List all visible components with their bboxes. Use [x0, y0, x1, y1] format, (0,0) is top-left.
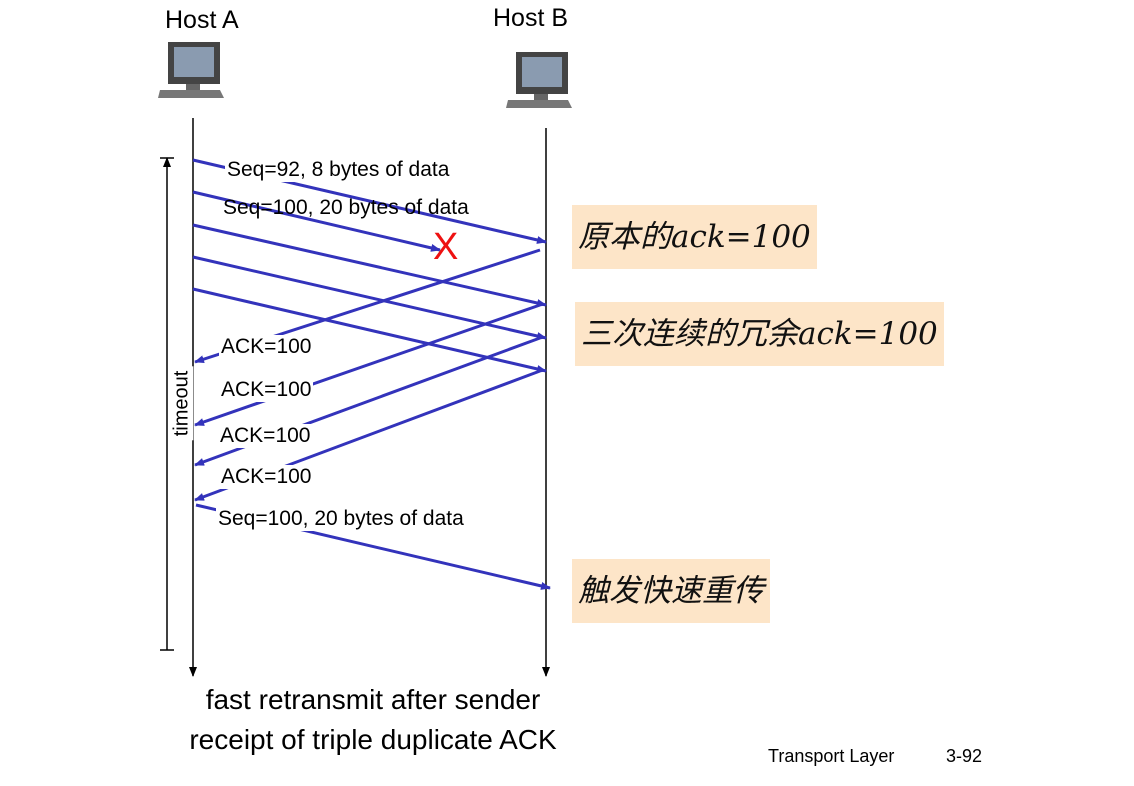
footer-section: Transport Layer: [768, 746, 895, 766]
ack-label-4: ACK=100: [219, 465, 314, 489]
segment-label-seq100: Seq=100, 20 bytes of data: [223, 196, 469, 219]
segment-arrow-4: [192, 255, 547, 340]
note-triple-duplicate-ack: 三次连续的冗余ack=100: [575, 302, 944, 366]
segment-arrow-3: [192, 223, 547, 307]
caption-line-2: receipt of triple duplicate ACK: [189, 724, 557, 755]
computer-icon-host-b: [506, 52, 572, 108]
ack-label-2: ACK=100: [219, 378, 314, 402]
computer-icon-host-a: [158, 42, 224, 98]
note-original-ack: 原本的ack=100: [572, 205, 817, 269]
host-a-label: Host A: [165, 6, 239, 34]
ack-label-3: ACK=100: [218, 424, 313, 448]
note-fast-retransmit: 触发快速重传: [572, 559, 770, 623]
segment-label-seq92: Seq=92, 8 bytes of data: [225, 158, 452, 182]
packet-loss-mark: X: [433, 226, 459, 268]
segment-arrow-seq100-lost: [192, 190, 441, 252]
host-b-label: Host B: [493, 4, 569, 32]
caption-line-1: fast retransmit after sender: [205, 684, 541, 715]
timeout-label: timeout: [170, 366, 194, 441]
ack-arrow-2: [194, 303, 541, 427]
ack-label-1: ACK=100: [219, 335, 314, 359]
segment-label-retransmit: Seq=100, 20 bytes of data: [216, 507, 466, 531]
footer-page-number: 3-92: [946, 746, 983, 766]
